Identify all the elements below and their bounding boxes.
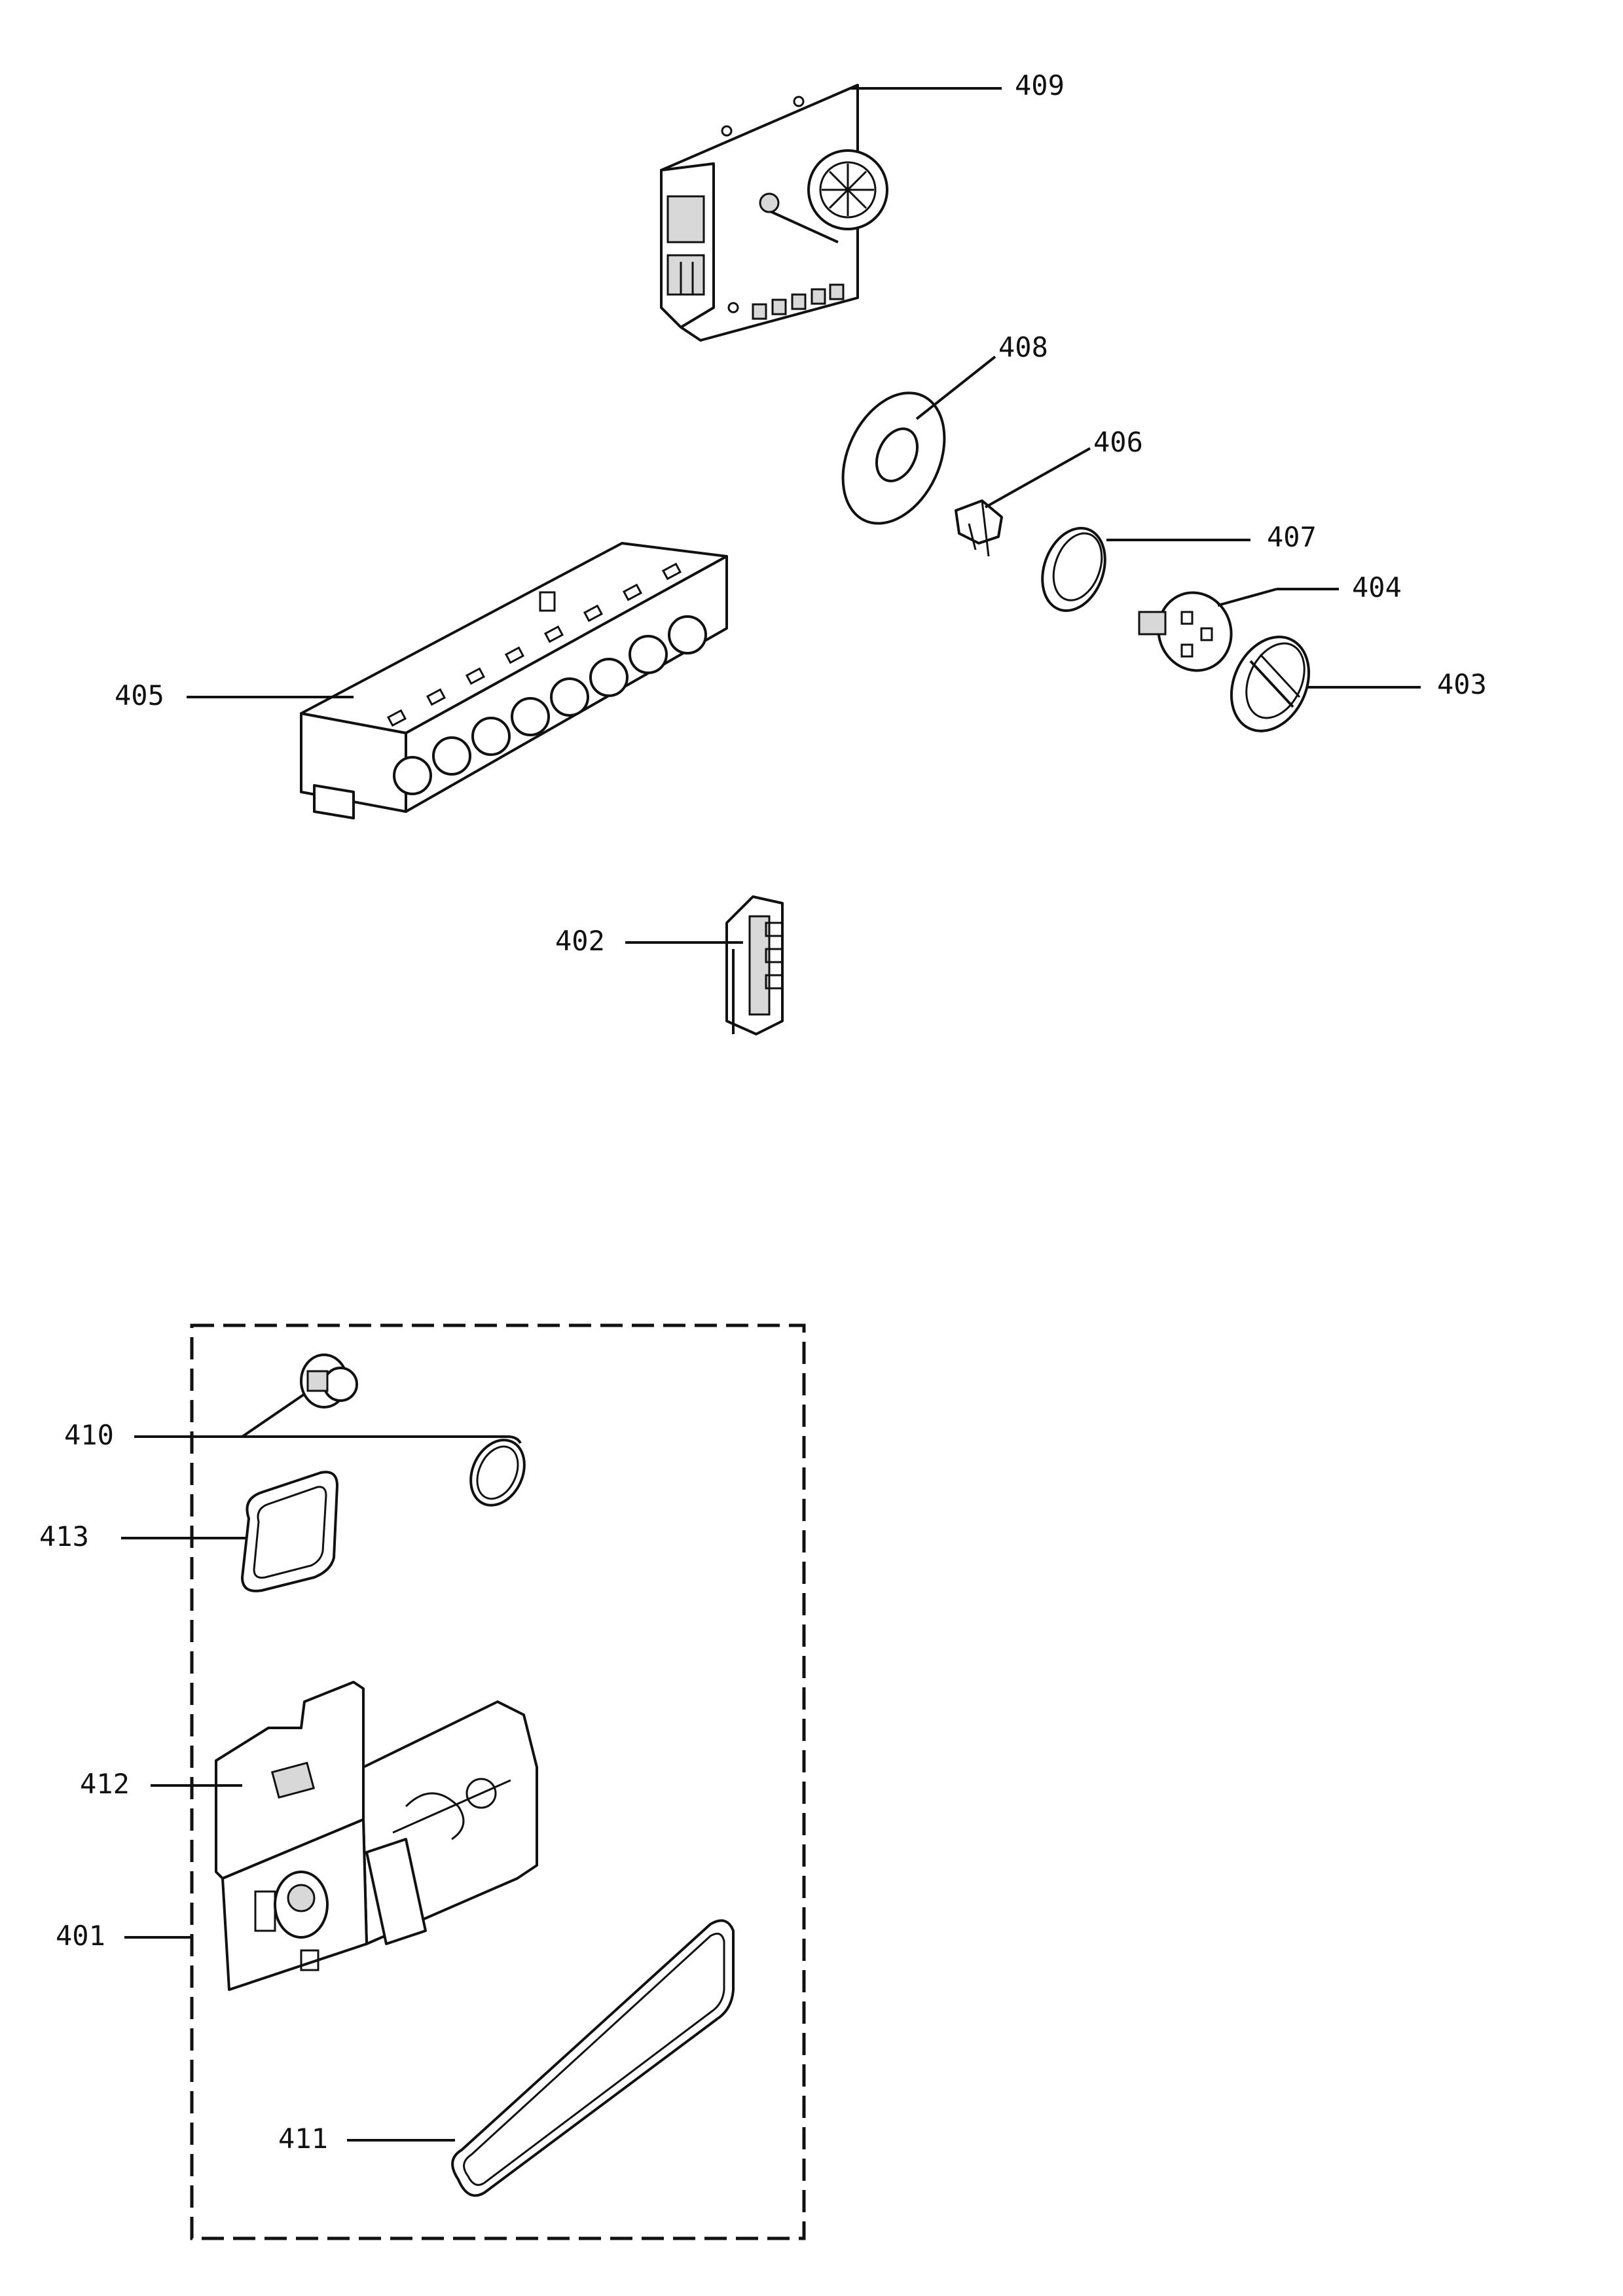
part-410-valve bbox=[300, 1354, 358, 1408]
part-405-switch-bank bbox=[300, 542, 728, 819]
part-413-gasket bbox=[241, 1471, 338, 1592]
callout-405: 405 bbox=[115, 679, 164, 711]
part-410-o-ring bbox=[469, 1439, 526, 1507]
part-404-knob-insert bbox=[1138, 591, 1233, 672]
callout-410: 410 bbox=[64, 1419, 114, 1451]
part-402-switch bbox=[725, 895, 784, 1035]
callout-411: 411 bbox=[278, 2123, 328, 2155]
part-408-washer bbox=[841, 391, 946, 525]
part-403-knob bbox=[1230, 636, 1311, 732]
callout-406: 406 bbox=[1093, 426, 1143, 458]
callout-404: 404 bbox=[1352, 571, 1402, 603]
part-411-gasket bbox=[451, 1919, 735, 2197]
callout-402: 402 bbox=[555, 925, 605, 957]
part-409-timer bbox=[660, 84, 888, 342]
leader-404 bbox=[1217, 588, 1277, 607]
kit-401-boundary bbox=[190, 1323, 806, 2240]
callout-412: 412 bbox=[80, 1768, 130, 1800]
leader-406 bbox=[985, 447, 1091, 509]
part-412-dispenser bbox=[215, 1681, 538, 1991]
callout-407: 407 bbox=[1267, 521, 1317, 553]
part-407-ring bbox=[1041, 527, 1106, 612]
callout-413: 413 bbox=[39, 1520, 89, 1552]
leader-410 bbox=[134, 1435, 522, 1444]
callout-403: 403 bbox=[1437, 668, 1487, 700]
callout-408: 408 bbox=[998, 331, 1048, 363]
leader-408 bbox=[915, 355, 996, 420]
part-406-clip bbox=[955, 499, 1003, 557]
callout-401: 401 bbox=[56, 1920, 105, 1952]
callout-409: 409 bbox=[1015, 69, 1065, 101]
leader-410-b bbox=[241, 1393, 306, 1438]
